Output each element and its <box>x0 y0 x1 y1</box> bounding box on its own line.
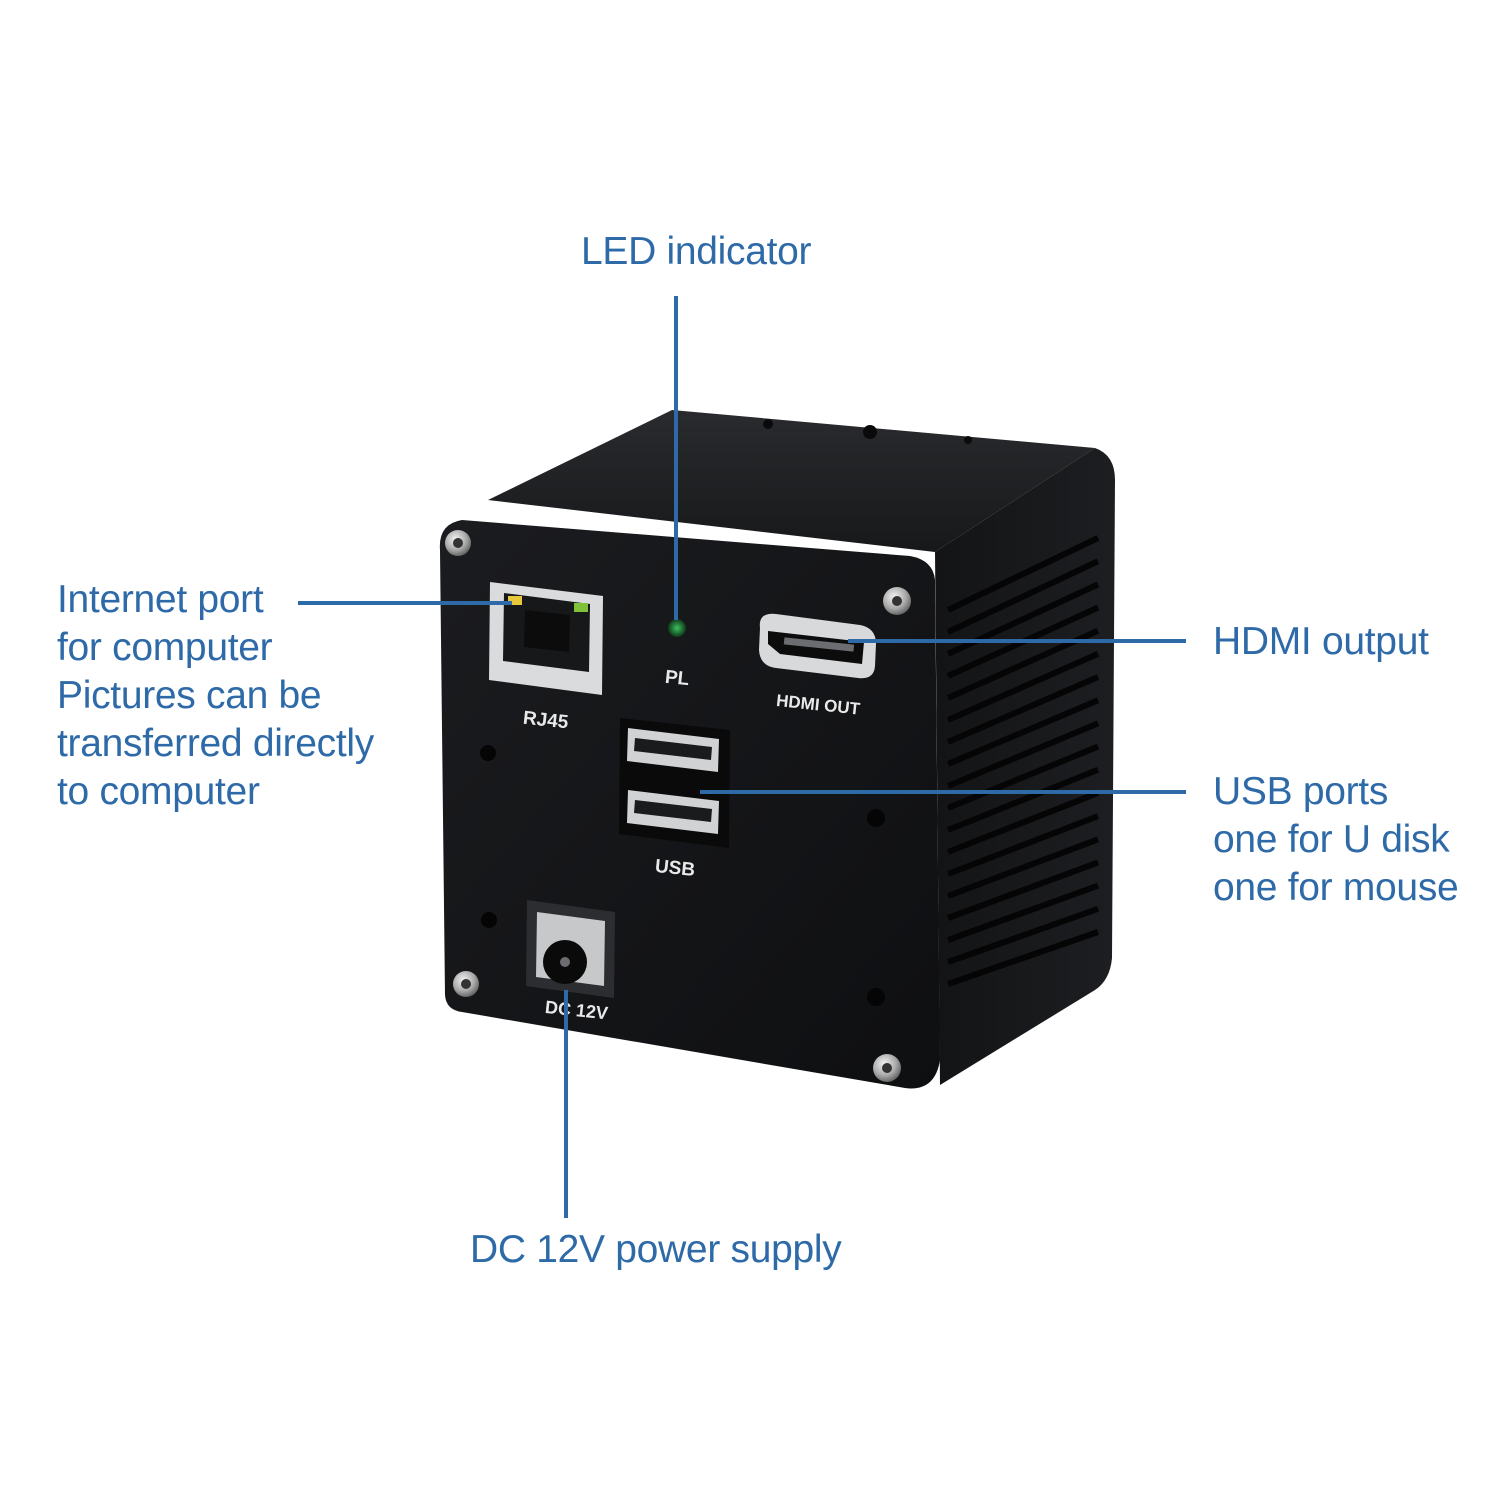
heatsink-fin <box>946 651 1100 723</box>
callout-line: HDMI output <box>1213 620 1429 663</box>
heatsink-fin <box>946 859 1100 921</box>
screw-icon <box>453 971 479 997</box>
heatsink-fin <box>946 905 1100 965</box>
heatsink-fin <box>946 558 1100 635</box>
pl-label: PL <box>664 667 691 690</box>
callout-line: Internet port <box>57 578 264 621</box>
usb-ports <box>619 718 730 848</box>
heatsink-fin <box>946 720 1100 789</box>
panel-small-screws <box>480 745 885 1006</box>
device-top-face <box>488 410 1095 552</box>
heatsink-fin <box>946 535 1100 613</box>
heatsink-fin <box>946 674 1100 745</box>
leader-lines <box>298 296 1186 1218</box>
heatsink-fin <box>946 697 1100 767</box>
callout-line: one for mouse <box>1213 866 1459 909</box>
heatsink-fin <box>946 882 1100 943</box>
rj45-port <box>489 582 603 695</box>
usb-label: USB <box>654 856 696 881</box>
callout-line: for computer <box>57 626 273 669</box>
callout-line: LED indicator <box>581 230 812 273</box>
corner-screws <box>445 530 911 1082</box>
usb-ports-callout: USB ports one for U disk one for mouse <box>1213 768 1459 912</box>
screw-icon <box>445 530 471 556</box>
callout-line: Pictures can be <box>57 674 322 717</box>
callout-line: DC 12V power supply <box>470 1228 842 1271</box>
screw-icon <box>883 587 911 615</box>
device-side-heatsink <box>935 448 1115 1085</box>
heatsink-fin <box>947 929 1099 987</box>
dc-power-jack <box>526 900 615 998</box>
rj45-label: RJ45 <box>522 708 570 734</box>
heatsink-fin <box>946 743 1100 811</box>
callout-line: USB ports <box>1213 770 1389 813</box>
hdmi-port <box>759 613 876 679</box>
dc-power-callout: DC 12V power supply <box>470 1226 842 1274</box>
led-indicator-callout: LED indicator <box>581 228 812 276</box>
heatsink-fin <box>946 766 1100 833</box>
led-indicator <box>668 619 686 637</box>
heatsink-fin <box>946 813 1100 877</box>
hdmi-output-callout: HDMI output <box>1213 618 1429 666</box>
screw-icon <box>873 1054 901 1082</box>
callout-line: one for U disk <box>1213 818 1450 861</box>
heatsink-fin <box>946 836 1100 899</box>
callout-line: to computer <box>57 770 260 813</box>
heatsink-fin <box>946 790 1100 855</box>
callout-line: transferred directly <box>57 722 374 765</box>
